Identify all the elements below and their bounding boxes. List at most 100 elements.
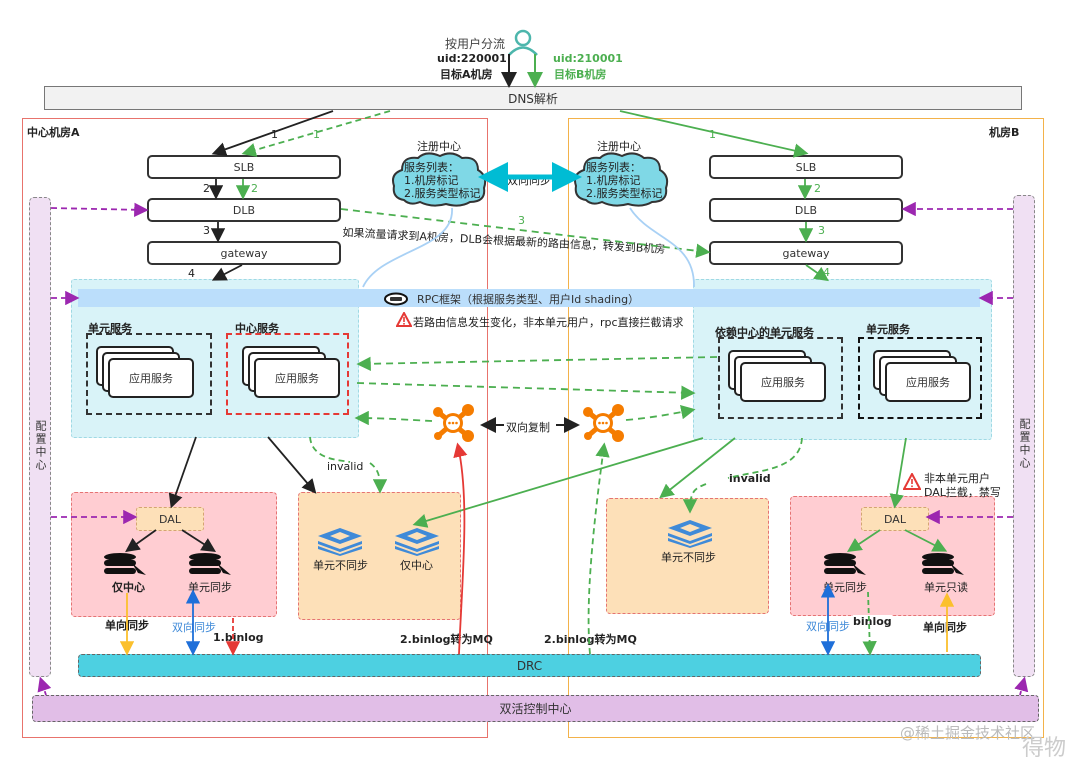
room-a-binlog-mq: 2.binlog转为MQ — [400, 633, 493, 646]
left-target: 目标A机房 — [440, 68, 493, 81]
right-target: 目标B机房 — [554, 68, 607, 81]
user-icon — [505, 28, 541, 56]
mq-b-icon[interactable] — [582, 404, 624, 442]
room-b-binlog-mq: 2.binlog转为MQ — [544, 633, 637, 646]
left-uid: uid:220001 — [437, 52, 507, 65]
cloud-icon — [392, 152, 487, 207]
room-a-unit-service-label: 单元服务 — [88, 322, 132, 335]
room-a-center-service-label: 中心服务 — [235, 322, 279, 335]
registry-b-line1: 服务列表： — [586, 161, 641, 174]
room-a-dlb-label: DLB — [232, 203, 256, 217]
watermark: @稀土掘金技术社区 — [900, 724, 1036, 742]
registry-b-cloud[interactable]: 服务列表： 1.机房标记 2.服务类型标记 — [572, 150, 672, 208]
room-b-dal-label: DAL — [884, 512, 906, 526]
app-service-card: 应用服务 — [740, 362, 826, 402]
room-a-dlb[interactable]: DLB — [147, 198, 341, 222]
app-service-card: 应用服务 — [254, 358, 340, 398]
drc-bar[interactable]: DRC — [78, 654, 981, 677]
registry-a-title: 注册中心 — [417, 140, 461, 153]
watermark-2: 得物 — [1022, 736, 1067, 761]
room-a-cache-center-only: 仅中心 — [400, 559, 433, 572]
room-a-step-3: 3 — [203, 224, 210, 237]
room-b-dlb-label: DLB — [794, 203, 818, 217]
registry-sync-label: 双向同步 — [507, 174, 551, 187]
drc-label: DRC — [516, 658, 543, 673]
redis-icon — [393, 528, 441, 556]
room-a-step-1-green: 1 — [313, 128, 320, 141]
app-service-label: 应用服务 — [761, 376, 805, 389]
user-split-label: 按用户分流 — [445, 37, 506, 51]
cloud-icon — [574, 152, 669, 207]
room-b-step-3: 3 — [818, 224, 825, 237]
room-b-dep-center-label: 依赖中心的单元服务 — [715, 326, 814, 339]
room-a-dal[interactable]: DAL — [136, 507, 204, 531]
app-service-card: 应用服务 — [108, 358, 194, 398]
room-b-slb-label: SLB — [795, 160, 817, 174]
dns-bar: DNS解析 — [44, 86, 1022, 110]
room-a-slb[interactable]: SLB — [147, 155, 341, 179]
registry-a-line2: 1.机房标记 — [404, 174, 459, 187]
config-center-left-label: 配置中心 — [34, 420, 47, 472]
config-center-right[interactable]: 配置中心 — [1013, 195, 1035, 677]
room-a-unit-app-stack[interactable]: 应用服务 — [96, 346, 194, 402]
room-b-gateway[interactable]: gateway — [709, 241, 903, 265]
app-service-card: 应用服务 — [885, 362, 971, 402]
room-b-step-4: 4 — [823, 266, 830, 279]
room-a-gateway[interactable]: gateway — [147, 241, 341, 265]
room-b-db-unit-sync: 单元同步 — [823, 581, 867, 594]
cross-room-step: 3 — [518, 214, 525, 227]
room-b-two-way-sync: 双向同步 — [806, 618, 850, 634]
room-a-step-4: 4 — [188, 267, 195, 280]
dal-warning-text-2: DAL拦截，禁写 — [924, 486, 1001, 499]
room-b-cache-nosync: 单元不同步 — [661, 551, 716, 564]
room-a-center-service-group — [226, 333, 349, 415]
database-icon — [102, 553, 148, 577]
dubbo-icon — [383, 291, 409, 306]
redis-icon — [666, 520, 714, 548]
active-control-center[interactable]: 双活控制中心 — [32, 695, 1039, 722]
mq-a-icon[interactable] — [432, 404, 474, 442]
room-b-dep-app-stack[interactable]: 应用服务 — [728, 350, 826, 406]
registry-a-line3: 2.服务类型标记 — [404, 187, 481, 200]
database-icon — [822, 553, 868, 577]
room-b-slb[interactable]: SLB — [709, 155, 903, 179]
room-a-gateway-label: gateway — [220, 246, 268, 260]
registry-a-cloud[interactable]: 服务列表： 1.机房标记 2.服务类型标记 — [390, 150, 490, 208]
room-a-title: 中心机房A — [27, 126, 80, 139]
user-arrows — [501, 54, 543, 88]
room-a-center-app-stack[interactable]: 应用服务 — [242, 346, 340, 402]
app-service-label: 应用服务 — [906, 376, 950, 389]
registry-b-line3: 2.服务类型标记 — [586, 187, 663, 200]
room-b-dep-center-group — [718, 337, 843, 419]
room-a-one-way-sync: 单向同步 — [105, 617, 149, 633]
room-a-step-2: 2 — [203, 182, 210, 195]
redis-icon — [316, 528, 364, 556]
registry-a-line1: 服务列表： — [404, 161, 459, 174]
rpc-bar — [78, 289, 980, 307]
room-b-unit-app-stack[interactable]: 应用服务 — [873, 350, 971, 406]
config-center-left[interactable]: 配置中心 — [29, 197, 51, 677]
right-uid: uid:210001 — [553, 52, 623, 65]
registry-b-line2: 1.机房标记 — [586, 174, 641, 187]
room-a-dal-label: DAL — [159, 512, 181, 526]
room-a-two-way-sync: 双向同步 — [172, 619, 216, 635]
rpc-warning-icon — [395, 310, 413, 327]
room-b-one-way-sync: 单向同步 — [923, 621, 967, 634]
room-b-step-1: 1 — [709, 128, 716, 141]
room-a-db-unit-sync: 单元同步 — [188, 581, 232, 594]
rpc-label: RPC框架（根据服务类型、用户Id shading） — [417, 293, 640, 306]
database-icon — [920, 553, 966, 577]
room-a-invalid: invalid — [327, 460, 364, 473]
room-a-binlog1: 1.binlog — [213, 631, 264, 644]
dal-warning-icon — [902, 471, 922, 490]
room-b-dal[interactable]: DAL — [861, 507, 929, 531]
room-a-cache-nosync: 单元不同步 — [313, 559, 368, 572]
room-a-unit-service-group — [86, 333, 212, 415]
room-b-binlog: binlog — [853, 615, 892, 628]
room-b-dlb[interactable]: DLB — [709, 198, 903, 222]
dal-warning-text-1: 非本单元用户 — [924, 472, 990, 485]
database-icon — [187, 553, 233, 577]
app-service-label: 应用服务 — [129, 372, 173, 385]
room-a-slb-label: SLB — [233, 160, 255, 174]
room-b-db-unit-readonly: 单元只读 — [924, 581, 968, 594]
